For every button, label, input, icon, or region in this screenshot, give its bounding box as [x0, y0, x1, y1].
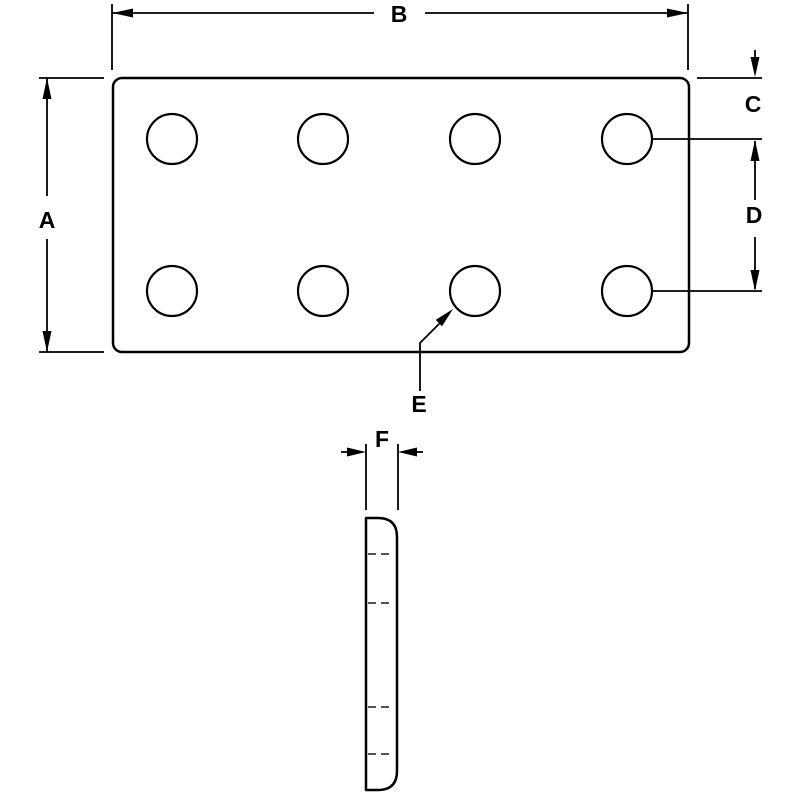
dimension-B: B — [111, 1, 689, 70]
arrowhead-right-icon — [667, 8, 688, 18]
hole-row1-col3 — [448, 112, 502, 166]
hole-row2-col1 — [145, 264, 199, 318]
dim-label-e: E — [411, 391, 426, 417]
arrowhead-up-icon — [750, 140, 760, 161]
arrowhead-left-icon — [398, 447, 417, 457]
plate-outline — [111, 76, 691, 354]
dimension-A: A — [39, 77, 104, 353]
dim-label-a: A — [39, 207, 56, 233]
arrowhead-down-icon — [750, 57, 760, 77]
dimension-F: F — [341, 426, 423, 510]
callout-e-leader-line — [419, 320, 443, 391]
hole-row1-col2 — [296, 112, 350, 166]
hole-row1-col4 — [600, 112, 654, 166]
arrowhead-down-icon — [750, 270, 760, 291]
dimension-C: C — [697, 50, 762, 117]
arrowhead-up-icon — [42, 78, 52, 99]
hole-row2-col2 — [296, 264, 350, 318]
side-profile-outline — [364, 516, 399, 792]
arrowhead-right-icon — [347, 447, 366, 457]
dim-label-d: D — [746, 202, 763, 228]
hole-row2-col4 — [600, 264, 654, 318]
arrowhead-down-icon — [42, 331, 52, 352]
hole-row2-col3 — [448, 264, 502, 318]
dim-label-f: F — [375, 426, 389, 452]
dim-label-b: B — [391, 1, 408, 27]
callout-E: E — [411, 309, 453, 417]
dim-label-c: C — [745, 91, 762, 117]
arrowhead-left-icon — [112, 8, 133, 18]
dimension-D: D — [746, 140, 763, 291]
top-view: B A C — [39, 1, 763, 417]
side-view: F — [341, 426, 423, 792]
arrowhead-up-right-icon — [435, 309, 453, 327]
hole-row1-col1 — [145, 112, 199, 166]
